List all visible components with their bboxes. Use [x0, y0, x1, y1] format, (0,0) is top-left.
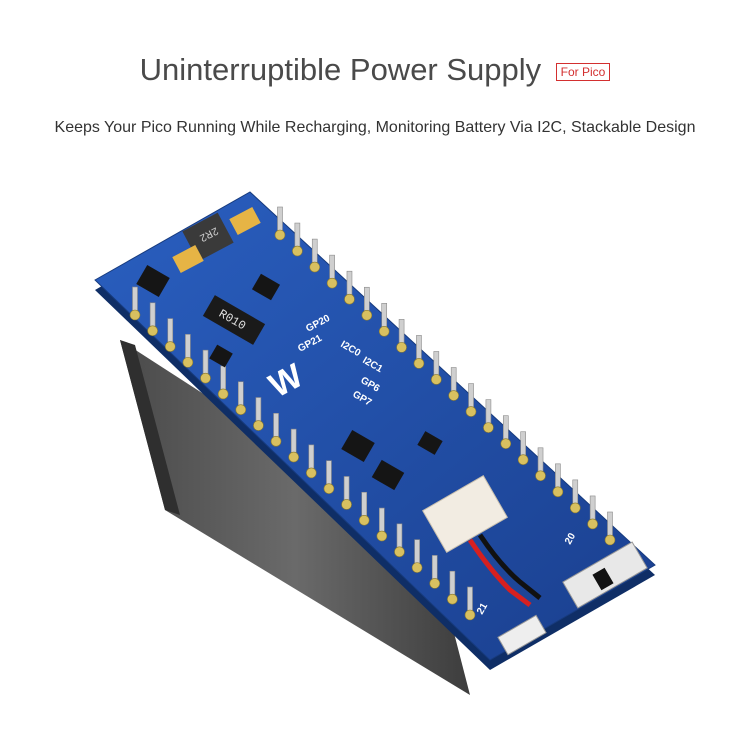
header-housing	[120, 340, 470, 695]
ic-6	[417, 431, 443, 455]
tantalum-cap-2	[172, 244, 204, 274]
pin-pad	[604, 534, 616, 546]
ic-1	[136, 264, 170, 298]
battery-wires	[467, 538, 532, 607]
pin-pad	[394, 546, 405, 558]
pin-pad	[431, 374, 442, 385]
pin-pad	[306, 467, 317, 479]
pin-pad	[288, 451, 299, 463]
pin-pad	[270, 436, 282, 447]
ic-2	[251, 273, 281, 301]
pin-pad	[341, 499, 352, 510]
tantalum-cap-1	[229, 206, 261, 236]
subtitle: Keeps Your Pico Running While Recharging…	[54, 119, 696, 136]
for-pico-badge: For Pico	[555, 63, 611, 81]
pin-pad	[358, 514, 370, 526]
title-row: Uninterruptible Power Supply For Pico	[0, 52, 750, 88]
ic-4	[341, 429, 375, 463]
pin-pad	[253, 420, 264, 431]
pin-pad	[182, 357, 194, 368]
pin-pad	[164, 341, 176, 352]
pin-pad	[323, 483, 335, 494]
pin-pad	[429, 578, 441, 589]
pin-pad	[217, 388, 229, 400]
pin-pad	[129, 309, 141, 321]
pin-pad	[376, 530, 388, 542]
pin-pad	[465, 406, 477, 417]
pin-pad	[396, 342, 407, 353]
pin-pad	[483, 422, 494, 433]
pin-pad	[411, 562, 423, 573]
battery-connector	[422, 475, 508, 553]
pin-pad	[552, 486, 564, 498]
left-pin-row	[129, 286, 476, 621]
pin-pad	[200, 372, 211, 384]
label-pin-20: 20	[563, 531, 578, 547]
pin-pad	[517, 454, 529, 466]
pin-pad	[292, 245, 303, 257]
pin-pad	[378, 326, 390, 337]
pin-pad	[147, 325, 158, 337]
right-pin-row	[274, 206, 616, 546]
reset-button	[497, 614, 547, 656]
pin-pad	[326, 277, 338, 289]
pin-pad	[448, 390, 459, 401]
pin-pad	[500, 438, 512, 449]
ups-board-photo: 2R2 R010 GP20 GP21 I2C0 I2C1 GP6 GP7 20 …	[94, 191, 656, 695]
pin-pad	[569, 502, 581, 514]
ic-3	[209, 344, 233, 368]
pin-pad	[587, 518, 598, 530]
pin-pad	[344, 293, 355, 305]
pin-pad	[309, 261, 321, 273]
pin-pad	[535, 470, 546, 482]
pin-pad	[235, 404, 247, 416]
pin-pad	[413, 358, 425, 369]
pin-pad	[447, 593, 458, 605]
label-pin-21: 21	[475, 601, 490, 617]
ic-5	[371, 459, 405, 491]
pin-pad	[274, 229, 286, 241]
page-title: Uninterruptible Power Supply	[139, 52, 542, 87]
sense-resistor	[202, 295, 266, 345]
pin-pad	[361, 309, 373, 321]
pin-pad	[464, 609, 476, 621]
